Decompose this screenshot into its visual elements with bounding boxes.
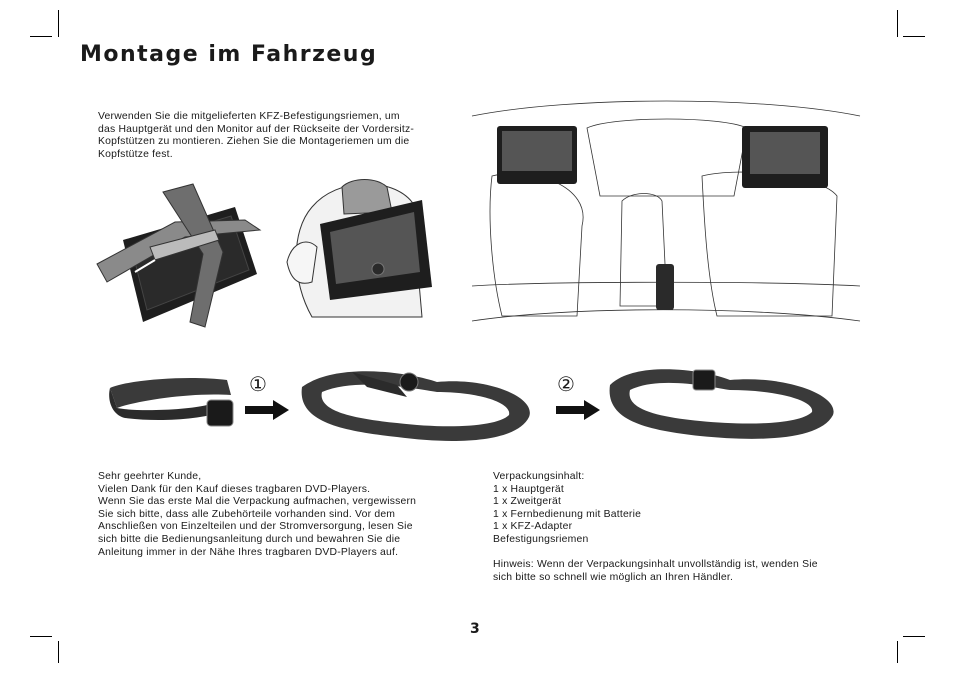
arrow-icon [245,400,289,420]
crop-mark [903,36,925,37]
package-item: Befestigungsriemen [493,533,589,545]
strap-step-initial [109,377,234,427]
crop-mark [58,10,59,37]
crop-mark [58,641,59,663]
greeting-line: Vielen Dank für den Kauf dieses tragbare… [98,483,371,495]
package-item: 1 x KFZ-Adapter [493,521,573,533]
crop-mark [30,636,52,637]
package-item: 1 x Hauptgerät [493,483,564,495]
greeting-line: Sehr geehrter Kunde, [98,471,202,482]
step-2-marker: ② [557,372,575,396]
arrow-icon [556,400,600,420]
greeting-paragraph: Sehr geehrter Kunde, Vielen Dank für den… [98,471,416,559]
greeting-line: Wenn Sie das erste Mal die Verpackung au… [98,496,417,508]
monitor-strap-illustration [96,183,262,328]
intro-paragraph: Verwenden Sie die mitgelieferten KFZ-Bef… [98,111,414,161]
crop-mark [897,10,898,37]
step-1-marker: ① [249,372,267,396]
package-note-line: Hinweis: Wenn der Verpackungsinhalt unvo… [493,559,818,571]
car-interior-illustration [471,100,861,322]
intro-line: Verwenden Sie die mitgelieferten KFZ-Bef… [98,111,400,122]
page-number: 3 [470,621,480,637]
intro-line: Kopfstützen zu montieren. Ziehen Sie die… [98,136,410,148]
strap-step-two [609,369,834,439]
package-note-line: sich bitte so schnell wie möglich an Ihr… [493,571,734,583]
spacer [493,547,818,560]
greeting-line: Anleitung immer in der Nähe Ihres tragba… [98,546,399,558]
package-contents: Verpackungsinhalt: 1 x Hauptgerät 1 x Zw… [493,471,818,584]
crop-mark [903,636,925,637]
crop-mark [30,36,52,37]
package-item: 1 x Fernbedienung mit Batterie [493,508,642,520]
package-heading: Verpackungsinhalt: [493,471,585,482]
page-title: Montage im Fahrzeug [80,42,378,67]
crop-mark [897,641,898,663]
package-item: 1 x Zweitgerät [493,496,562,508]
greeting-line: Sie sich bitte, dass alle Zubehörteile v… [98,508,396,520]
intro-line: Kopfstütze fest. [98,148,173,160]
greeting-line: Anschließen von Einzelteilen und der Str… [98,521,413,533]
intro-line: das Hauptgerät und den Monitor auf der R… [98,123,415,135]
strap-step-one [301,371,530,441]
headrest-mount-illustration [286,179,432,318]
greeting-line: sich bitte die Bedienungsanleitung durch… [98,533,401,545]
